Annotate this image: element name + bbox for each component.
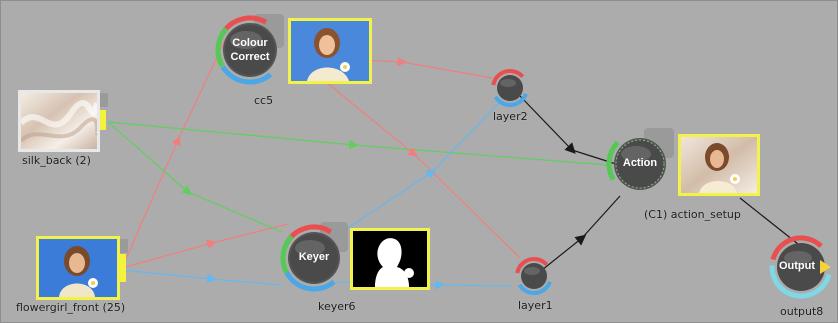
keyer-matte-thumbnail: [350, 228, 430, 290]
node-action[interactable]: Action: [604, 128, 764, 208]
layer1-label: layer1: [518, 299, 553, 312]
flowergirl-front-label: flowergirl_front (25): [16, 301, 126, 314]
cc5-title-2: Correct: [230, 51, 270, 63]
action-title: Action: [622, 157, 658, 169]
wire-layer2-to-action: [519, 95, 576, 154]
silk-back-label: silk_back (2): [22, 154, 91, 167]
node-colour-correct[interactable]: Colour Correct: [214, 14, 374, 94]
node-output[interactable]: Output: [768, 234, 834, 300]
wire-action-to-output: [739, 197, 799, 245]
action-label: (C1) action_setup: [644, 208, 741, 221]
action-socket: [606, 128, 674, 198]
layer2-socket: [491, 69, 529, 107]
silk-thumbnail: [18, 90, 100, 152]
layer2-label: layer2: [493, 110, 528, 123]
cc5-thumbnail: [288, 18, 372, 84]
flowergirl-thumbnail: [36, 236, 120, 300]
cc5-socket: [215, 14, 285, 85]
wire-silk-to-keyer: [107, 121, 192, 196]
output-tab[interactable]: [118, 254, 126, 282]
wire-flowergirl-to-cc5: [121, 135, 181, 269]
keyer-label: keyer6: [318, 300, 356, 313]
wire-flowergirl-to-keyer-matte: [121, 269, 217, 284]
keyer-socket: [280, 222, 348, 292]
output-socket: [769, 235, 833, 299]
action-thumbnail: [678, 134, 760, 196]
layer1-socket: [515, 257, 553, 295]
wire-layer1-to-action: [541, 234, 587, 271]
output-title: Output: [778, 260, 816, 272]
cc5-label: cc5: [254, 94, 274, 107]
output-tab[interactable]: [98, 110, 106, 130]
node-layer1[interactable]: [514, 256, 554, 296]
node-keyer[interactable]: Keyer: [280, 222, 432, 300]
keyer-title: Keyer: [298, 251, 330, 263]
wire-flowergirl-to-keyer-front: [121, 239, 217, 269]
wire-keyer-to-layer2: [347, 169, 436, 229]
node-layer2[interactable]: [490, 68, 530, 108]
wire-cc5-to-layer1: [325, 81, 418, 158]
clip-node-flowergirl-front[interactable]: [36, 236, 128, 302]
wire-silk-to-action: [107, 121, 359, 150]
clip-node-silk-back[interactable]: [18, 90, 110, 154]
output-label: output8: [780, 305, 824, 318]
cc5-title-1: Colour: [232, 37, 268, 49]
